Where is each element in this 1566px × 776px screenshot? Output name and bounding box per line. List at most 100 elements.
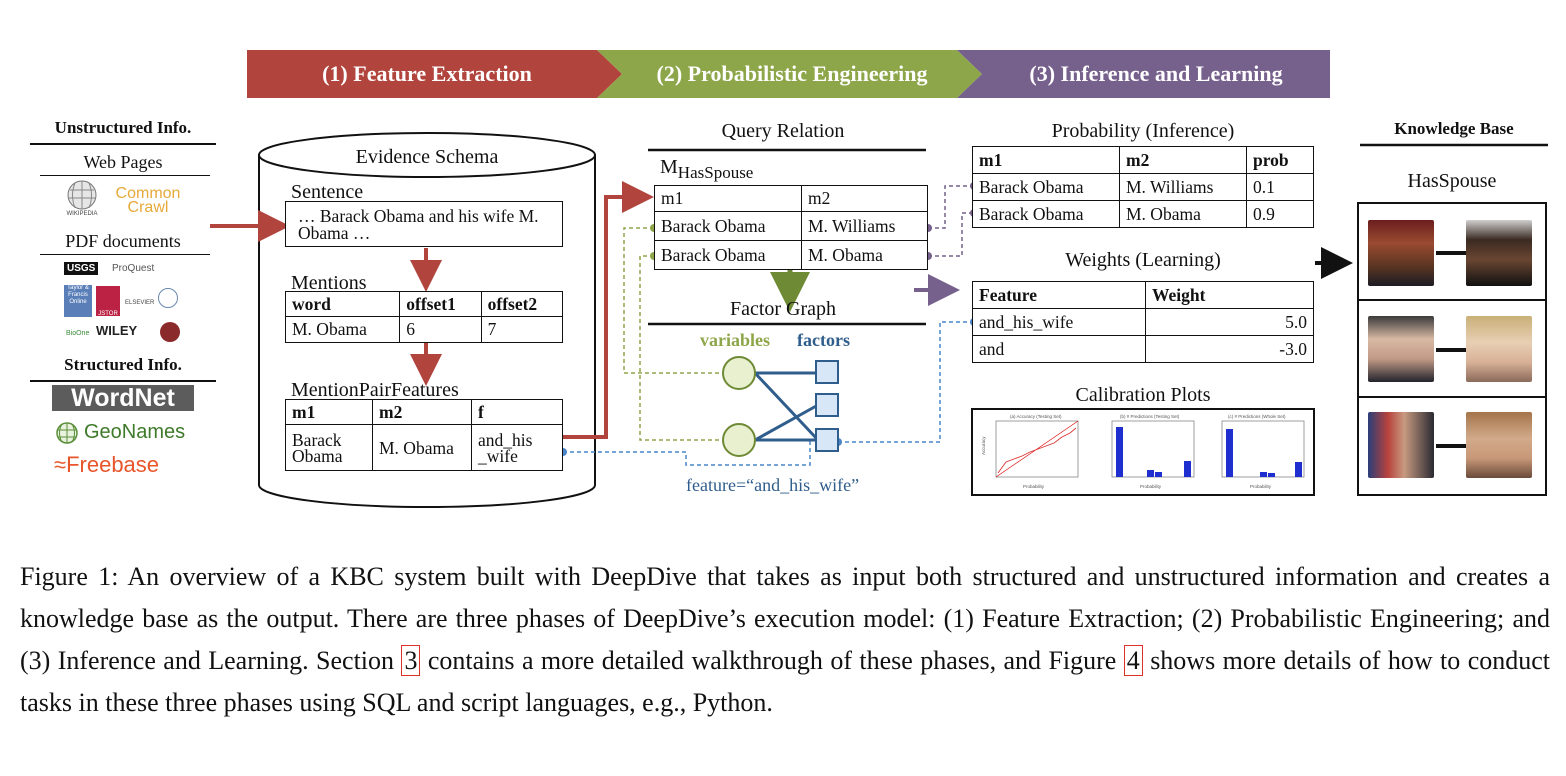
unstructured-title: Unstructured Info. (54, 118, 192, 137)
query-cell: Barack Obama (654, 211, 802, 241)
probability-cell: Barack Obama (972, 200, 1120, 228)
svg-text:Probability: Probability (1250, 484, 1272, 489)
probability-header: prob (1246, 146, 1314, 174)
feature-label: feature=“and_his_wife” (686, 475, 860, 495)
mentions-cell: 7 (480, 316, 564, 343)
svg-text:Probability: Probability (1140, 484, 1162, 489)
caption-text: shows more details of how to conduct tas… (20, 646, 1551, 717)
query-relation-table: m1 m2 Barack Obama M. Williams Barack Ob… (654, 185, 928, 270)
probability-header: m2 (1119, 146, 1247, 174)
caption-text: contains a more detailed walkthrough of … (420, 646, 1124, 675)
jstor-logo: JSTOR (96, 286, 120, 317)
mpf-cell: M. Obama (372, 424, 472, 471)
freebase-mark-icon: ≈ (54, 452, 67, 477)
svg-text:(c) # Predictions (Whole Set): (c) # Predictions (Whole Set) (1228, 414, 1286, 419)
person-photo (1466, 316, 1532, 382)
calibration-plot-c: (c) # Predictions (Whole Set) Probabilit… (1221, 414, 1305, 489)
variables-label: variables (700, 330, 770, 350)
probability-title: Probability (Inference) (1051, 120, 1235, 142)
query-cell: Barack Obama (654, 240, 802, 270)
probability-cell: Barack Obama (972, 173, 1120, 201)
sentence-label: Sentence (291, 181, 364, 203)
geonames-globe-icon (56, 422, 78, 444)
figure-reference-link[interactable]: 4 (1123, 645, 1143, 676)
mentions-header: offset1 (399, 291, 482, 317)
mentions-label: Mentions (291, 272, 367, 294)
kb-relation-label: HasSpouse (1407, 170, 1497, 192)
svg-text:Accuracy: Accuracy (981, 436, 986, 455)
seal-icon (158, 288, 178, 308)
svg-text:Probability: Probability (1023, 484, 1045, 489)
wordnet-logo: WordNet (52, 385, 194, 411)
person-photo (1368, 412, 1434, 478)
mention-pair-features-table: m1 m2 f Barack Obama M. Obama and_his _w… (285, 399, 563, 471)
query-cell: M. Obama (801, 240, 928, 270)
calibration-plot-a: (a) Accuracy (Testing Set) Probability A… (981, 414, 1079, 489)
svg-text:(b) # Predictions (Testing Set: (b) # Predictions (Testing Set) (1120, 414, 1180, 419)
mpf-cell: and_his _wife (471, 424, 563, 471)
weights-header: Weight (1145, 281, 1314, 309)
divider (40, 175, 210, 176)
mentions-cell: 6 (399, 316, 482, 343)
knowledge-base-title: Knowledge Base (1394, 119, 1514, 138)
common-crawl-logo: Common Crawl (115, 185, 181, 216)
figure-caption: Figure 1: An overview of a KBC system bu… (20, 556, 1550, 724)
mention-pair-features-label: MentionPairFeatures (291, 379, 459, 401)
query-relation-title: Query Relation (721, 120, 845, 142)
query-cell: M. Williams (801, 211, 928, 241)
caption-text: Figure 1: An overview of a KBC system bu… (20, 562, 1550, 675)
mentions-header: word (284, 291, 401, 317)
factor-graph-title: Factor Graph (729, 298, 837, 320)
geonames-logo: GeoNames (84, 421, 186, 443)
sentence-box: … Barack Obama and his wife M. Obama … (285, 201, 563, 247)
structured-title: Structured Info. (64, 355, 182, 374)
probability-header: m1 (972, 146, 1120, 174)
wikipedia-logo: WIKIPEDIA (66, 211, 98, 217)
weights-cell: and (972, 335, 1146, 363)
wikipedia-globe-icon (67, 180, 97, 210)
taylor-francis-logo: Taylor & Francis Online (64, 285, 92, 317)
weights-cell: and_his_wife (972, 308, 1146, 336)
section-reference-link[interactable]: 3 (401, 645, 421, 676)
usgs-logo: USGS (64, 262, 99, 275)
query-header: m1 (654, 185, 802, 212)
weights-cell: -3.0 (1145, 335, 1314, 363)
divider (40, 254, 210, 255)
svg-text:(a) Accuracy (Testing Set): (a) Accuracy (Testing Set) (1010, 414, 1062, 419)
divider (30, 380, 216, 382)
wiley-logo: WILEY (96, 323, 138, 338)
relation-name: MHasSpouse (660, 156, 754, 182)
phase-3-label: (3) Inference and Learning (1029, 61, 1283, 86)
factors-label: factors (797, 330, 850, 350)
probability-cell: M. Williams (1119, 173, 1247, 201)
mentions-header: offset2 (480, 291, 564, 317)
weights-header: Feature (972, 281, 1146, 309)
divider (30, 143, 216, 145)
relation-prefix: M (660, 156, 678, 178)
pdf-documents-label: PDF documents (65, 231, 181, 251)
probability-cell: 0.9 (1246, 200, 1314, 228)
person-photo (1368, 220, 1434, 286)
phase-1-label: (1) Feature Extraction (322, 61, 532, 86)
bioone-logo: BioOne (66, 330, 90, 337)
mpf-header: f (471, 399, 563, 425)
person-photo (1368, 316, 1434, 382)
mpf-header: m1 (285, 399, 373, 425)
calibration-title: Calibration Plots (1075, 384, 1211, 406)
freebase-logo: ≈Freebase (54, 452, 159, 478)
mentions-table: word offset1 offset2 M. Obama 6 7 (284, 291, 564, 343)
mentions-cell: M. Obama (284, 316, 401, 343)
web-pages-label: Web Pages (83, 152, 163, 172)
factor-graph-drawing (722, 356, 839, 457)
weights-table: Feature Weight and_his_wife 5.0 and -3.0 (972, 281, 1314, 363)
relation-subscript: HasSpouse (677, 163, 754, 182)
freebase-logo-text: Freebase (66, 452, 160, 477)
evidence-schema-title: Evidence Schema (355, 146, 499, 168)
elsevier-logo: ELSEVIER (125, 300, 155, 306)
seal-icon (160, 322, 180, 342)
weights-title: Weights (Learning) (1065, 249, 1221, 271)
person-photo (1466, 412, 1532, 478)
mpf-cell: Barack Obama (285, 424, 373, 471)
phase-2-label: (2) Probabilistic Engineering (656, 61, 928, 86)
weights-cell: 5.0 (1145, 308, 1314, 336)
